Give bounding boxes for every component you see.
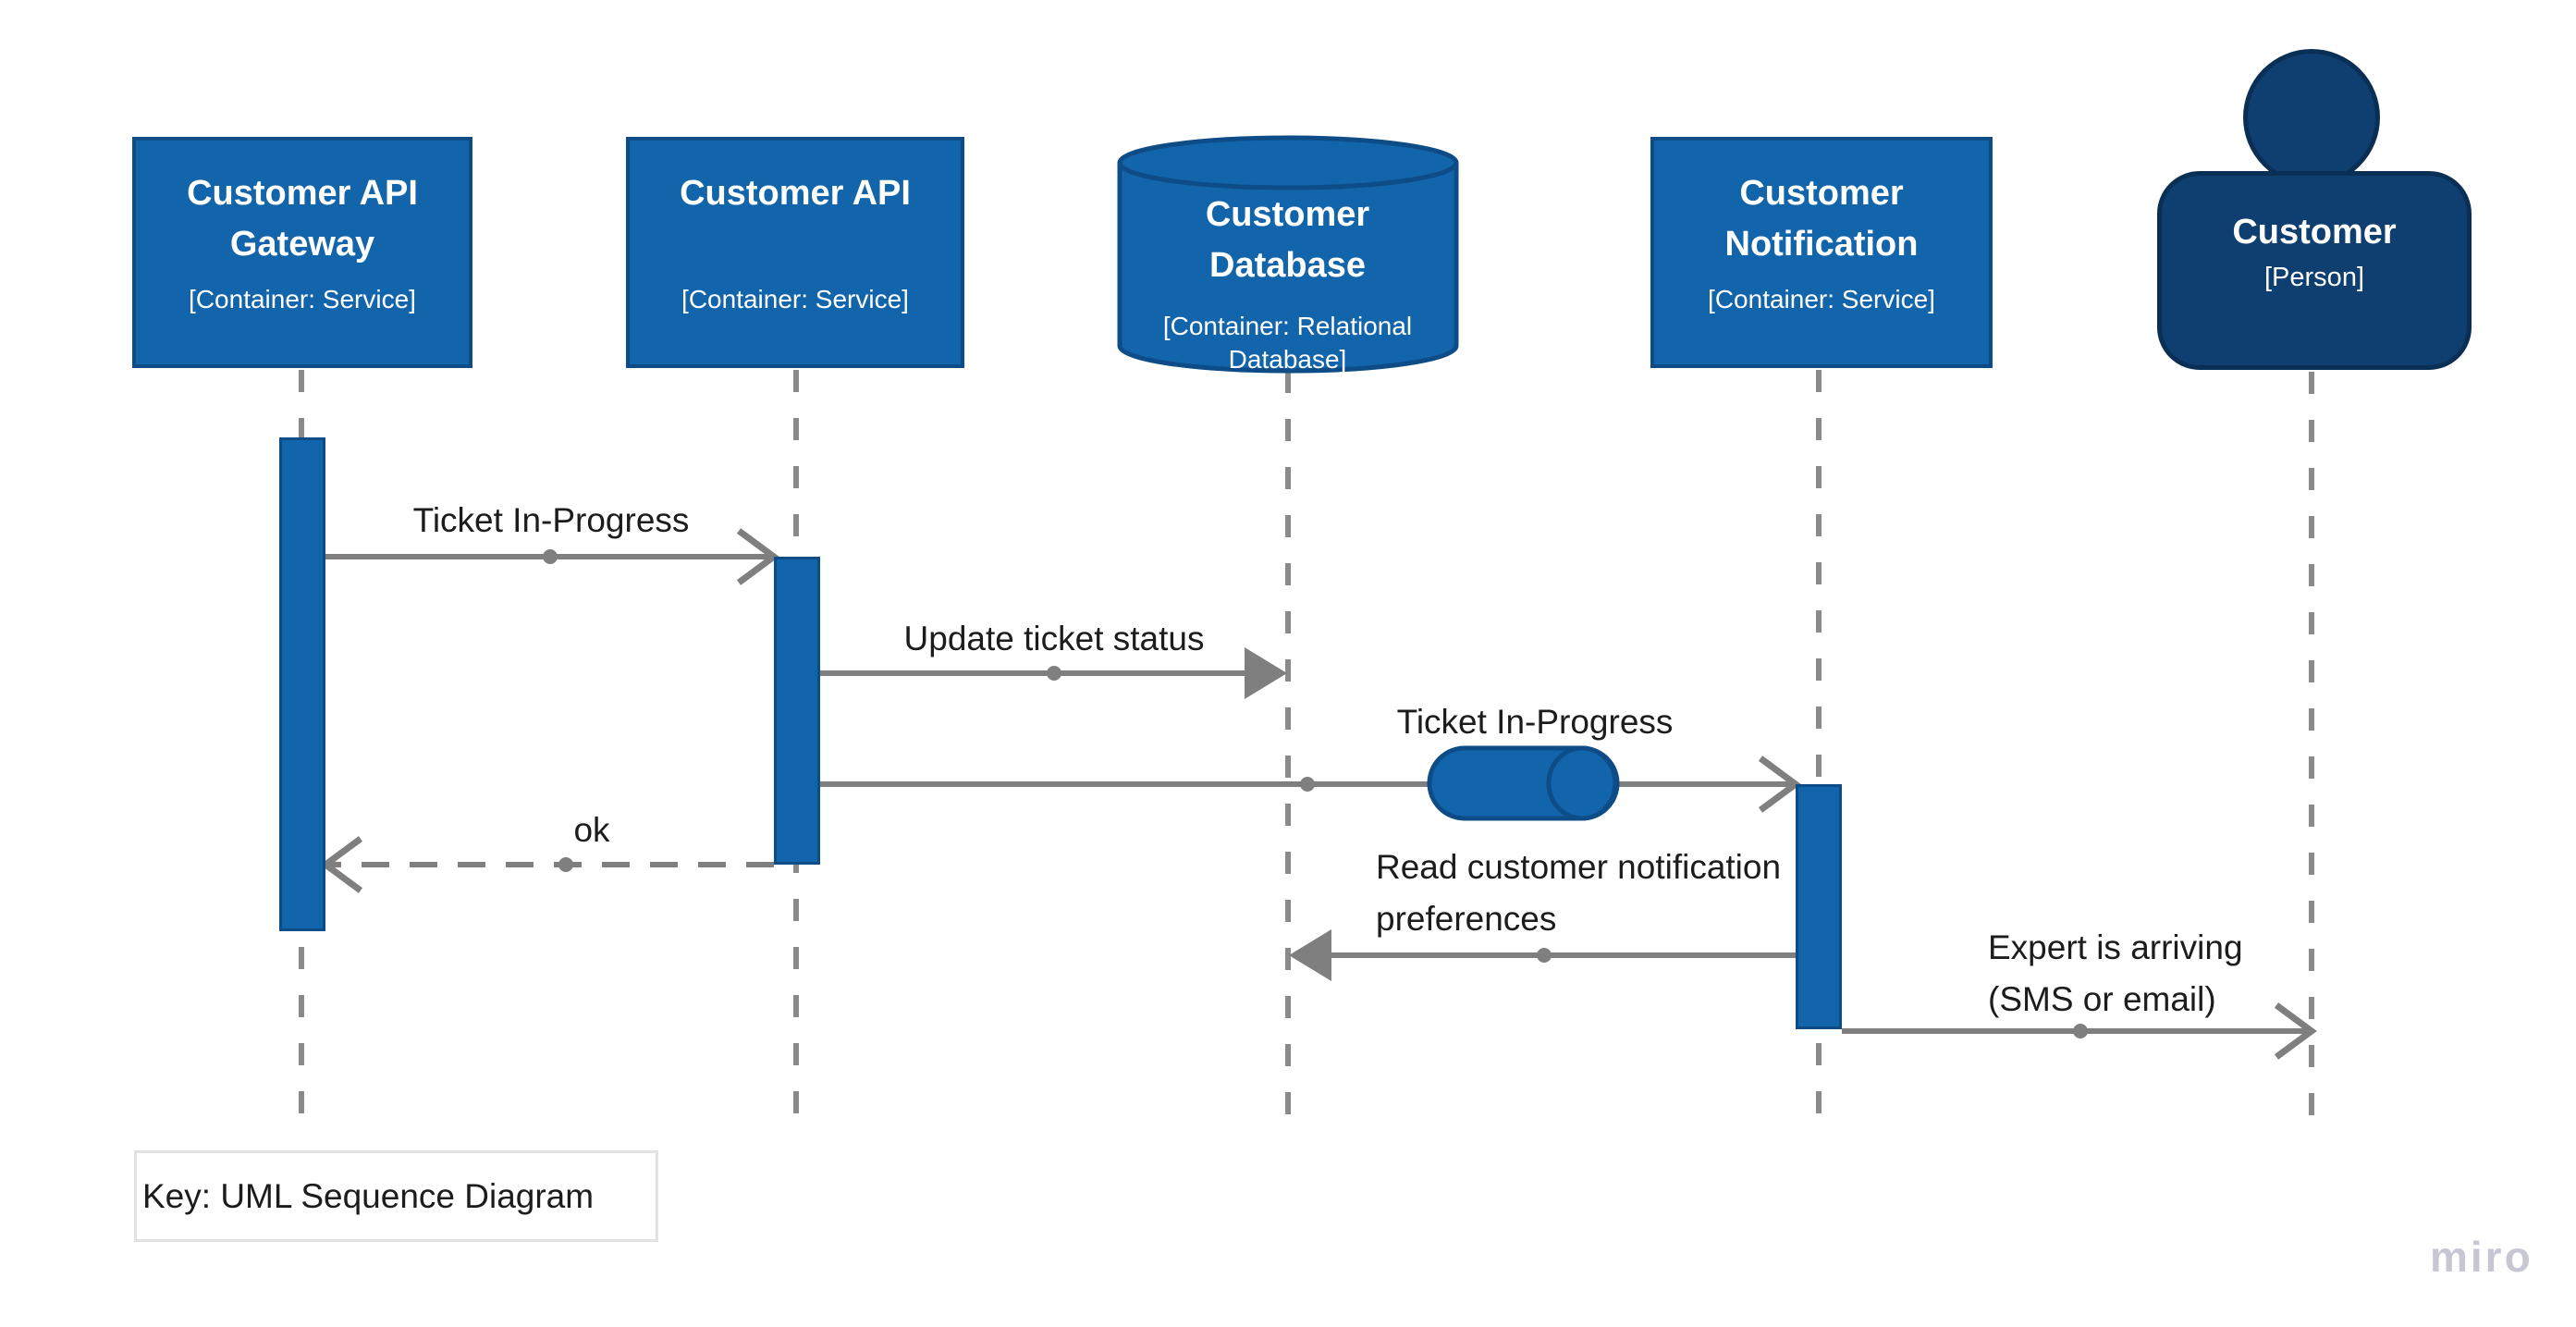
participant-name: Customer: [2232, 213, 2397, 252]
message-arrow-ok[interactable]: [320, 836, 774, 893]
message-arrow-update-ticket-status[interactable]: [820, 647, 1287, 699]
cylinder-top-ellipse: [1117, 135, 1459, 190]
participant-meta: [Person]: [2264, 263, 2364, 292]
message-label-ticket-in-progress-2: Ticket In-Progress: [1396, 703, 1674, 741]
participant-name: Customer Notification: [1724, 174, 1919, 264]
message-midpoint-dot: [1047, 666, 1061, 681]
message-midpoint-dot: [558, 857, 573, 872]
message-midpoint-dot: [1537, 948, 1552, 963]
participant-name: Customer API Gateway: [187, 174, 418, 264]
message-arrow-read-customer-notification-preferences[interactable]: [1289, 929, 1796, 981]
filled-arrowhead-icon: [1245, 647, 1287, 699]
cylinder-body: [1117, 163, 1459, 374]
message-arrow-ticket-in-progress-2[interactable]: [820, 745, 1801, 821]
database-cylinder-shape[interactable]: [1117, 135, 1459, 374]
participant-name: Customer API: [680, 174, 911, 213]
open-arrowhead-icon: [2274, 1002, 2317, 1060]
message-label-ticket-in-progress-1: Ticket In-Progress: [412, 501, 690, 539]
participant-customer-person[interactable]: Customer [Person]: [2157, 171, 2472, 370]
message-label-expert-is-arriving: Expert is arriving (SMS or email): [1988, 928, 2243, 1018]
filled-arrowhead-icon: [1289, 929, 1331, 981]
participant-customer-api[interactable]: Customer API [Container: Service]: [626, 137, 964, 368]
message-label-update-ticket-status: Update ticket status: [903, 620, 1205, 657]
participant-customer-notification[interactable]: Customer Notification [Container: Servic…: [1650, 137, 1993, 368]
activation-bar-api[interactable]: [774, 557, 820, 865]
message-midpoint-dot: [543, 549, 558, 564]
miro-watermark: miro: [2430, 1233, 2533, 1281]
open-arrowhead-icon: [320, 836, 363, 893]
diagram-key-label: Key: UML Sequence Diagram: [142, 1176, 595, 1215]
participant-meta: [Container: Service]: [681, 285, 909, 313]
participant-meta: [Container: Service]: [189, 285, 416, 313]
participant-name: Customer Database: [1205, 195, 1370, 286]
message-midpoint-dot: [2073, 1024, 2088, 1038]
activation-bar-gateway[interactable]: [279, 437, 325, 931]
participant-customer-database[interactable]: Customer Database [Container: Relational…: [1117, 138, 1458, 374]
participant-meta: [Container: Relational Database]: [1162, 312, 1413, 375]
message-arrow-expert-is-arriving[interactable]: [1842, 1002, 2317, 1060]
queue-icon: [1427, 745, 1620, 821]
participant-customer-api-gateway[interactable]: Customer API Gateway [Container: Service…: [132, 137, 472, 368]
person-head-icon[interactable]: [2243, 49, 2380, 186]
activation-bar-notification[interactable]: [1796, 784, 1842, 1029]
message-label-ok: ok: [573, 811, 610, 849]
participant-meta: [Container: Service]: [1708, 285, 1935, 313]
queue-end-ellipse: [1546, 745, 1618, 821]
message-midpoint-dot: [1300, 777, 1315, 792]
diagram-key-box[interactable]: Key: UML Sequence Diagram: [134, 1150, 658, 1242]
message-label-read-customer-notification-preferences: Read customer notification preferences: [1376, 848, 1782, 938]
